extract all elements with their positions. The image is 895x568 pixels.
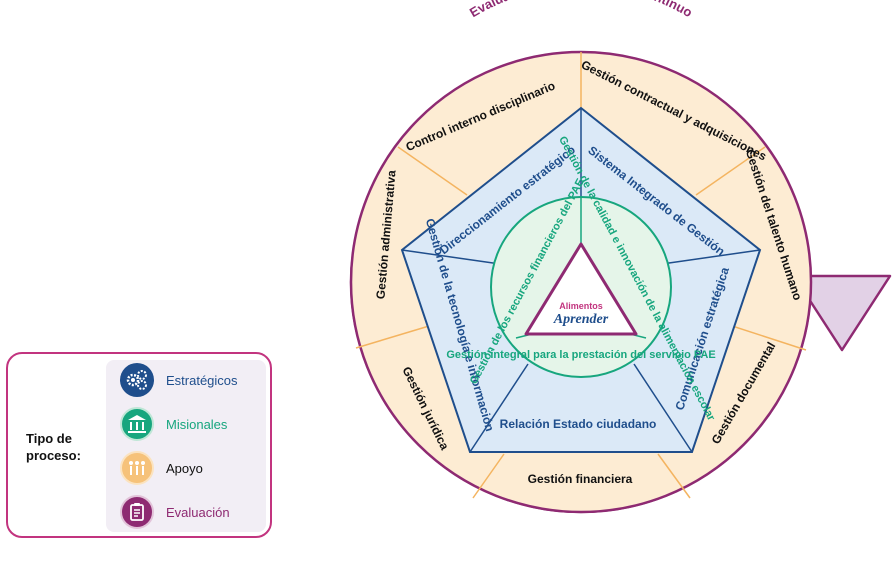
center-triangle (524, 242, 638, 336)
institution-icon (120, 407, 154, 441)
evaluation-arrow-head (792, 274, 892, 352)
legend-item-misionales: Misionales (120, 404, 227, 444)
clipboard-icon (120, 495, 154, 529)
evaluation-ring-label: Evaluación y mejoramiento continuo (467, 0, 695, 20)
legend-label-misionales: Misionales (166, 416, 228, 432)
legend-item-apoyo: Apoyo (120, 448, 203, 488)
strategic-label-relacion-estado: Relación Estado ciudadano (500, 417, 657, 431)
legend-box: Tipo de proceso: Estratégicos Misionales (6, 352, 272, 538)
legend-label-estrategicos: Estratégicos (166, 372, 238, 388)
legend-item-estrategicos: Estratégicos (120, 360, 238, 400)
missional-label-gestion-integral: Gestión integral para la prestación del … (446, 349, 715, 361)
support-dividers (355, 52, 807, 499)
legend-item-evaluacion: Evaluación (120, 492, 230, 532)
gears-icon (120, 363, 154, 397)
logo-line-2: Aprender (553, 312, 609, 327)
legend-label-evaluacion: Evaluación (166, 504, 230, 520)
legend-label-apoyo: Apoyo (166, 460, 203, 476)
logo-line-1: Alimentos (559, 301, 603, 311)
strategic-dividers (401, 108, 761, 453)
support-label-gestion-financiera: Gestión financiera (528, 472, 633, 486)
legend-title: Tipo de proceso: (26, 431, 81, 463)
people-icon (120, 451, 154, 485)
